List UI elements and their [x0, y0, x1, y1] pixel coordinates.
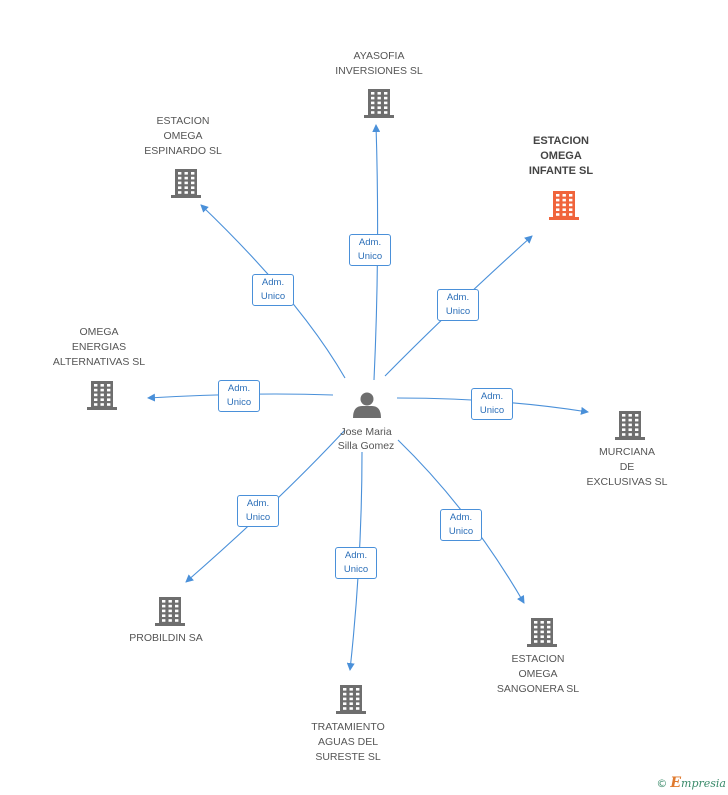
company-label-line: ESTACION [511, 653, 565, 665]
company-label-sangonera[interactable]: ESTACION OMEGA SANGONERA SL [453, 652, 623, 697]
company-label-line: OMEGA [79, 326, 119, 338]
brand-name: mpresia [681, 777, 726, 790]
role-box-tratamiento[interactable]: Adm. Unico [335, 547, 377, 579]
company-label-line: INFANTE SL [528, 165, 594, 177]
company-label-line: TRATAMIENTO [311, 721, 385, 733]
role-line2: Unico [260, 291, 286, 302]
company-label-energias[interactable]: OMEGA ENERGIAS ALTERNATIVAS SL [14, 325, 184, 370]
role-line2: Unico [226, 397, 252, 408]
role-line2: Unico [448, 526, 474, 537]
company-label-line: INVERSIONES SL [335, 65, 423, 77]
role-line1: Adm. [344, 550, 368, 561]
building-icon-murciana[interactable] [615, 411, 645, 440]
company-label-line: OMEGA [540, 150, 582, 162]
role-line1: Adm. [480, 391, 504, 402]
footer-brand: ©Empresia [656, 775, 726, 791]
role-box-murciana[interactable]: Adm. Unico [471, 388, 513, 420]
company-label-line: ESTACION [532, 135, 590, 147]
role-box-energias[interactable]: Adm. Unico [218, 380, 260, 412]
person-name-line2: Silla Gomez [337, 440, 395, 452]
role-box-sangonera[interactable]: Adm. Unico [440, 509, 482, 541]
company-label-line: ESTACION [156, 115, 210, 127]
building-icon-infante[interactable] [549, 191, 579, 220]
company-label-tratamiento[interactable]: TRATAMIENTO AGUAS DEL SURESTE SL [263, 720, 433, 765]
company-label-line: AGUAS DEL [317, 736, 379, 748]
copyright-symbol: © [656, 777, 668, 790]
role-box-espinardo[interactable]: Adm. Unico [252, 274, 294, 306]
company-label-line: PROBILDIN SA [129, 632, 203, 644]
role-box-ayasofia[interactable]: Adm. Unico [349, 234, 391, 266]
company-label-line: DE [619, 461, 635, 473]
role-line1: Adm. [227, 383, 251, 394]
building-icon-probildin[interactable] [155, 597, 185, 626]
building-icon-ayasofia[interactable] [364, 89, 394, 118]
company-label-infante[interactable]: ESTACION OMEGA INFANTE SL [476, 134, 646, 179]
brand-initial: E [670, 775, 682, 791]
company-label-line: AYASOFIA [353, 50, 405, 62]
company-label-line: ALTERNATIVAS SL [52, 356, 146, 368]
company-label-espinardo[interactable]: ESTACION OMEGA ESPINARDO SL [98, 114, 268, 159]
company-label-line: SURESTE SL [315, 751, 381, 763]
company-label-line: OMEGA [163, 130, 203, 142]
company-label-murciana[interactable]: MURCIANA DE EXCLUSIVAS SL [542, 445, 712, 490]
role-box-infante[interactable]: Adm. Unico [437, 289, 479, 321]
person-name-line1: Jose Maria [340, 426, 392, 438]
role-line1: Adm. [261, 277, 285, 288]
company-label-line: OMEGA [518, 668, 558, 680]
building-icon-tratamiento[interactable] [336, 685, 366, 714]
building-icon-energias[interactable] [87, 381, 117, 410]
role-line2: Unico [479, 405, 505, 416]
role-line2: Unico [445, 306, 471, 317]
role-box-probildin[interactable]: Adm. Unico [237, 495, 279, 527]
role-line1: Adm. [446, 292, 470, 303]
company-label-line: SANGONERA SL [496, 683, 580, 695]
person-icon[interactable] [353, 392, 381, 419]
role-line1: Adm. [246, 498, 270, 509]
building-icon-sangonera[interactable] [527, 618, 557, 647]
company-label-probildin[interactable]: PROBILDIN SA [81, 631, 251, 646]
company-label-line: MURCIANA [598, 446, 655, 458]
role-line2: Unico [245, 512, 271, 523]
company-label-ayasofia[interactable]: AYASOFIA INVERSIONES SL [294, 49, 464, 79]
building-icon-espinardo[interactable] [171, 169, 201, 198]
company-label-line: EXCLUSIVAS SL [586, 476, 668, 488]
role-line2: Unico [357, 251, 383, 262]
person-name[interactable]: Jose Maria Silla Gomez [306, 425, 426, 453]
role-line1: Adm. [358, 237, 382, 248]
company-label-line: ESPINARDO SL [144, 145, 222, 157]
role-line2: Unico [343, 564, 369, 575]
company-label-line: ENERGIAS [71, 341, 127, 353]
company-icons [87, 89, 645, 714]
role-line1: Adm. [449, 512, 473, 523]
